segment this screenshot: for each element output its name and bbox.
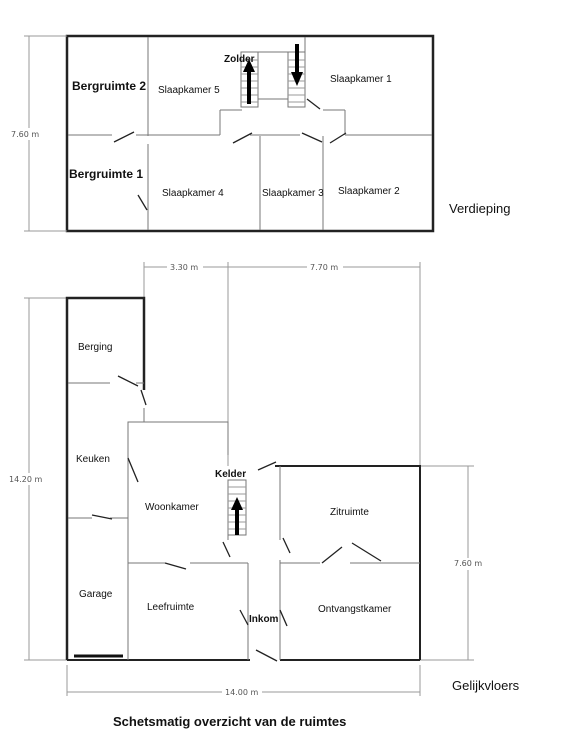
dimension-label-top-left: 3.30 m [170, 263, 198, 272]
door [321, 546, 343, 564]
room-label-slaapkamer-4: Slaapkamer 4 [162, 188, 224, 199]
ground-floor-plan: 3.30 m 7.70 m 14.20 m 7.60 m 14.00 m [6, 262, 520, 698]
door [239, 609, 249, 626]
door [164, 562, 187, 570]
door [306, 98, 321, 110]
door [140, 389, 147, 406]
room-label-zitruimte: Zitruimte [330, 507, 369, 518]
kelder-staircase [227, 479, 247, 536]
door [117, 375, 139, 387]
room-label-bergruimte-2: Bergruimte 2 [72, 79, 146, 93]
door [232, 132, 253, 144]
upper-outer-wall [65, 34, 435, 233]
room-label-leefruimte: Leefruimte [147, 602, 195, 613]
door [351, 542, 382, 562]
dimension-label-top-right: 7.70 m [310, 263, 338, 272]
upper-floor-plan: Bergruimte 2 Bergruimte 1 Slaapkamer 5 S… [8, 34, 510, 233]
dimension-label-width: 14.00 m [225, 688, 258, 697]
door [257, 461, 277, 471]
floor-label-upper: Verdieping [449, 201, 510, 216]
room-label-slaapkamer-2: Slaapkamer 2 [338, 186, 400, 197]
door [91, 514, 113, 520]
room-label-kelder: Kelder [215, 469, 246, 480]
diagram-caption: Schetsmatig overzicht van de ruimtes [113, 714, 346, 729]
door [282, 537, 291, 554]
room-label-zolder: Zolder [224, 54, 255, 65]
door [222, 541, 231, 558]
room-label-slaapkamer-1: Slaapkamer 1 [330, 74, 392, 85]
room-label-bergruimte-1: Bergruimte 1 [69, 167, 143, 181]
door [279, 609, 288, 627]
room-label-ontvangstkamer: Ontvangstkamer [318, 604, 392, 615]
room-label-keuken: Keuken [76, 454, 110, 465]
room-label-slaapkamer-3: Slaapkamer 3 [262, 188, 324, 199]
dimension-label-upper-height: 7.60 m [11, 130, 39, 139]
floor-label-ground: Gelijkvloers [452, 678, 520, 693]
dimension-label-right-height: 7.60 m [454, 559, 482, 568]
door [127, 457, 139, 483]
door [329, 132, 347, 144]
room-label-woonkamer: Woonkamer [145, 502, 199, 513]
room-label-inkom: Inkom [249, 614, 279, 625]
room-label-berging: Berging [78, 342, 112, 353]
ground-outer-wall-right [275, 465, 421, 660]
upper-staircase [240, 44, 306, 108]
door [137, 194, 148, 211]
door [255, 649, 278, 662]
door [301, 132, 323, 143]
dimension-label-ground-height: 14.20 m [9, 475, 42, 484]
room-label-garage: Garage [79, 589, 113, 600]
ground-outer-wall-left [65, 296, 146, 660]
room-label-slaapkamer-5: Slaapkamer 5 [158, 85, 220, 96]
door [113, 131, 135, 143]
